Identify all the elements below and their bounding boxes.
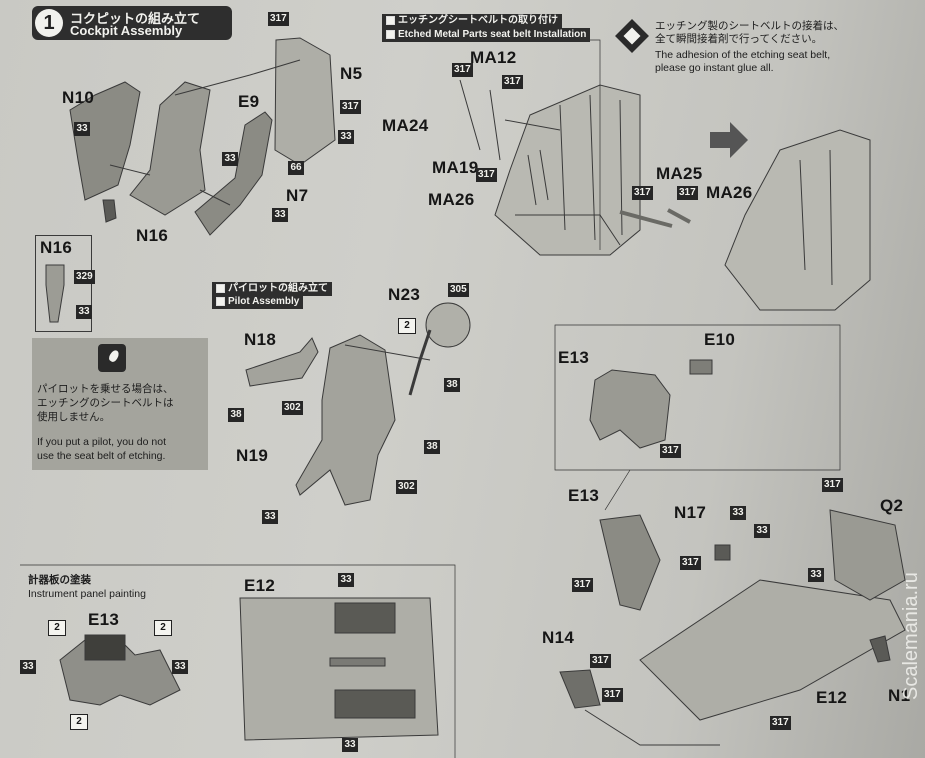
- part-label-n19: N19: [236, 446, 269, 465]
- color-code: 302: [282, 401, 303, 415]
- color-code: 33: [342, 738, 358, 752]
- color-code: 317: [268, 12, 289, 26]
- part-label-ma26: MA26: [428, 190, 475, 209]
- color-code: 2: [70, 714, 88, 730]
- color-code: 317: [822, 478, 843, 492]
- color-code: 329: [74, 270, 95, 284]
- color-code: 33: [338, 573, 354, 587]
- color-code: 305: [448, 283, 469, 297]
- instrument-heading-jp: 計器板の塗装: [28, 574, 91, 586]
- color-code: 317: [340, 100, 361, 114]
- seatbelt-heading-en: Etched Metal Parts seat belt Installatio…: [382, 28, 591, 42]
- caution-en-2: please go instant glue all.: [655, 62, 774, 74]
- color-code: 317: [680, 556, 701, 570]
- color-code: 33: [262, 510, 278, 524]
- part-label-e9: E9: [238, 92, 260, 111]
- part-label-q2: Q2: [880, 496, 904, 515]
- color-code: 317: [632, 186, 653, 200]
- part-label-n16: N16: [136, 226, 169, 245]
- part-label-n5: N5: [340, 64, 363, 83]
- color-code: 33: [222, 152, 238, 166]
- color-code: 302: [396, 480, 417, 494]
- color-code: 33: [338, 130, 354, 144]
- part-label-ma26b: MA26: [706, 183, 753, 202]
- part-label-n16-inset: N16: [40, 238, 73, 257]
- part-label-n17: N17: [674, 503, 707, 522]
- watermark: Scalemania.ru: [900, 572, 922, 700]
- pilot-note-jp-2: エッチングのシートベルトは: [37, 397, 174, 409]
- color-code: 317: [770, 716, 791, 730]
- part-label-ma25: MA25: [656, 164, 703, 183]
- color-code: 33: [754, 524, 770, 538]
- step-title-jp: コクピットの組み立て: [70, 11, 201, 26]
- part-label-n14: N14: [542, 628, 575, 647]
- part-label-ma24: MA24: [382, 116, 429, 135]
- caution-jp-1: エッチング製のシートベルトの接着は、: [655, 20, 844, 32]
- part-label-e13-zoom: E13: [558, 348, 590, 367]
- part-label-e13: E13: [568, 486, 600, 505]
- pilot-heading-en: Pilot Assembly: [212, 295, 304, 309]
- part-label-e10: E10: [704, 330, 736, 349]
- part-label-n1: N1: [888, 686, 911, 705]
- part-label-n18: N18: [244, 330, 277, 349]
- color-code: 66: [288, 161, 304, 175]
- caution-en-1: The adhesion of the etching seat belt,: [655, 49, 831, 61]
- seatbelt-heading-jp: エッチングシートベルトの取り付け: [382, 14, 562, 28]
- part-label-e12-tub: E12: [816, 688, 848, 707]
- caution-jp-2: 全て瞬間接着剤で行ってください。: [655, 33, 823, 45]
- color-code: 317: [572, 578, 593, 592]
- pilot-note-en-2: use the seat belt of etching.: [37, 450, 166, 462]
- color-code: 2: [154, 620, 172, 636]
- step-number: 1: [35, 9, 63, 37]
- color-code: 33: [20, 660, 36, 674]
- color-code: 33: [74, 122, 90, 136]
- part-label-e13-panel: E13: [88, 610, 120, 629]
- part-label-ma19: MA19: [432, 158, 479, 177]
- color-code: 317: [452, 63, 473, 77]
- part-label-n10: N10: [62, 88, 95, 107]
- color-code: 2: [398, 318, 416, 334]
- color-code: 2: [48, 620, 66, 636]
- part-label-ma12: MA12: [470, 48, 517, 67]
- instrument-heading-en: Instrument panel painting: [28, 588, 146, 600]
- color-code: 33: [76, 305, 92, 319]
- step-header: 1 コクピットの組み立て Cockpit Assembly: [32, 6, 232, 40]
- color-code: 317: [502, 75, 523, 89]
- color-code: 317: [590, 654, 611, 668]
- pilot-heading-jp: パイロットの組み立て: [212, 282, 332, 296]
- color-code: 33: [730, 506, 746, 520]
- part-label-n23: N23: [388, 285, 421, 304]
- step-title-en: Cockpit Assembly: [70, 23, 183, 38]
- part-label-n7: N7: [286, 186, 309, 205]
- pilot-note-jp-1: パイロットを乗せる場合は、: [37, 383, 174, 395]
- color-code: 33: [808, 568, 824, 582]
- color-code: 317: [677, 186, 698, 200]
- color-code: 38: [228, 408, 244, 422]
- part-label-e12: E12: [244, 576, 276, 595]
- color-code: 33: [272, 208, 288, 222]
- color-code: 33: [172, 660, 188, 674]
- pilot-note-jp-3: 使用しません。: [37, 411, 111, 423]
- color-code: 317: [660, 444, 681, 458]
- color-code: 317: [476, 168, 497, 182]
- color-code: 38: [444, 378, 460, 392]
- color-code: 317: [602, 688, 623, 702]
- pilot-note-en-1: If you put a pilot, you do not: [37, 436, 167, 448]
- color-code: 38: [424, 440, 440, 454]
